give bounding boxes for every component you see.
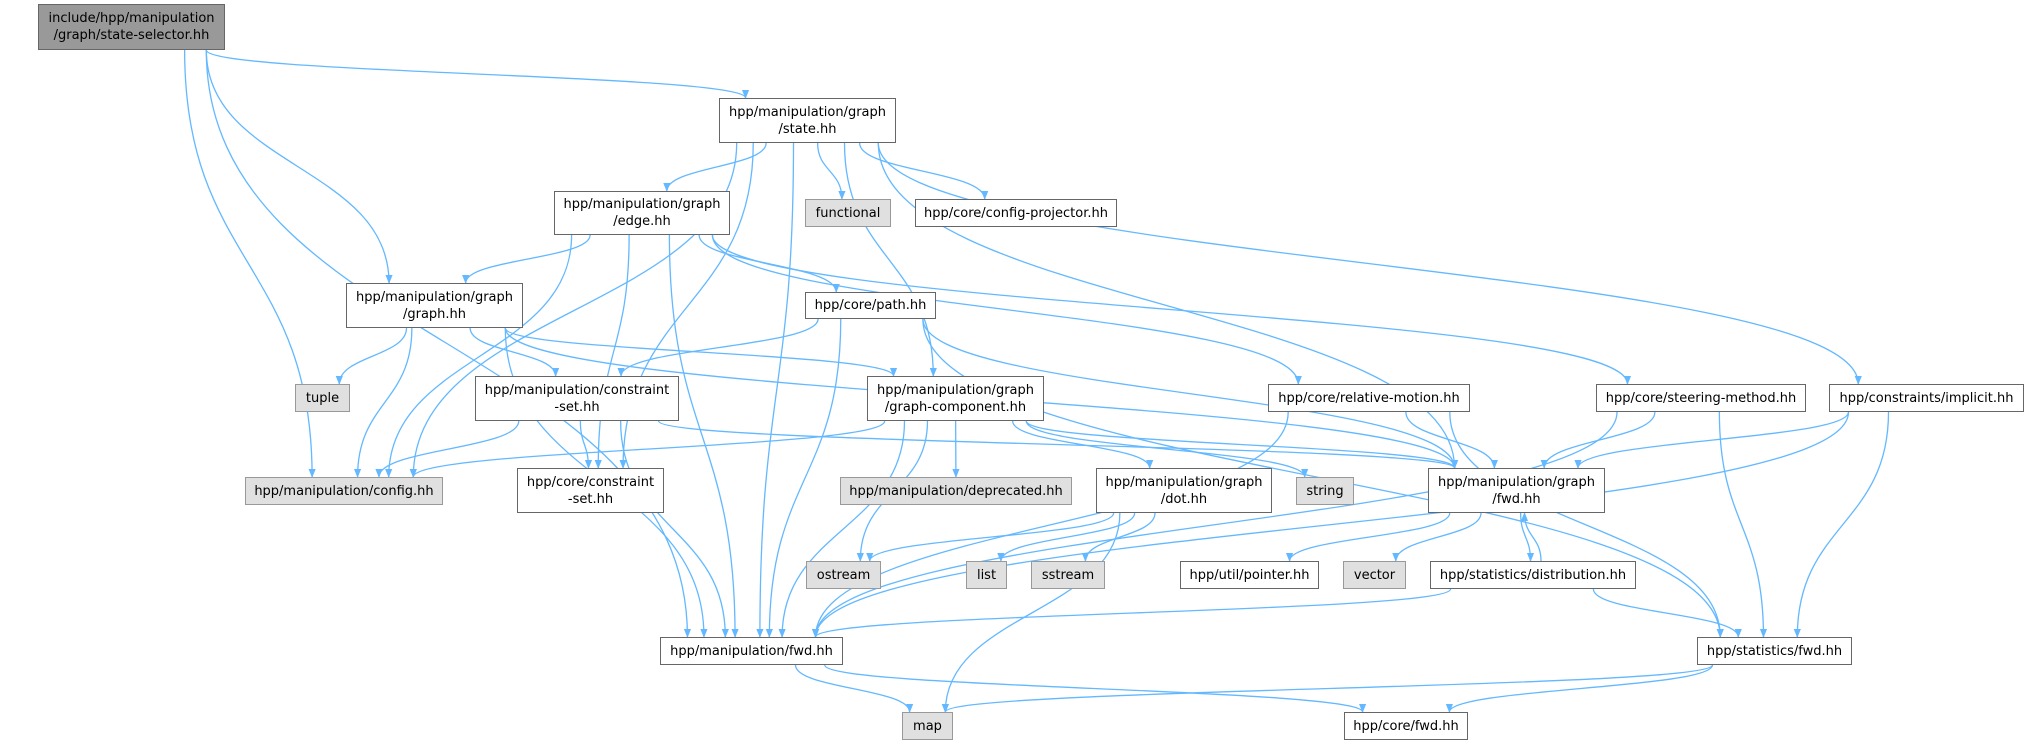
edge-graph-fwd-to-pointer [1286,512,1451,562]
edge-steering-method-to-statistics-fwd [1718,411,1768,638]
edge-constraint-set-to-core-constraint-set [579,420,593,469]
edge-edge-to-relative-motion [711,234,1302,385]
edge-dot-to-list [997,512,1136,562]
node-ostream[interactable]: ostream [806,561,881,589]
node-implicit[interactable]: hpp/constraints/implicit.hh [1829,384,2024,412]
node-map[interactable]: map [902,712,953,740]
edge-relative-motion-to-graph-fwd [1405,411,1498,469]
node-pointer[interactable]: hpp/util/pointer.hh [1180,561,1319,589]
edge-path-to-constraint-set [617,318,819,377]
edge-implicit-to-statistics-fwd [1793,411,1890,638]
edge-edge-to-graph [462,234,591,284]
edge-distribution-to-statistics-fwd [1592,588,1742,638]
edge-state-selector-to-state [205,49,749,99]
node-state-selector[interactable]: include/hpp/manipulation /graph/state-se… [38,4,225,50]
node-steering-method[interactable]: hpp/core/steering-method.hh [1596,384,1806,412]
edge-state-to-edge [663,142,767,192]
edge-statistics-fwd-to-core-fwd [1445,664,1714,713]
edge-manip-fwd-to-core-fwd [824,664,1367,713]
edge-implicit-to-manip-fwd [812,411,1850,638]
edge-dot-to-ostream [866,512,1115,562]
node-state[interactable]: hpp/manipulation/graph /state.hh [719,98,896,143]
node-core-constraint-set[interactable]: hpp/core/constraint -set.hh [517,468,664,513]
node-manip-fwd[interactable]: hpp/manipulation/fwd.hh [660,637,843,665]
edge-graph-to-tuple [335,327,408,385]
edge-edge-to-manip-fwd [668,234,739,638]
edge-dot-to-map [941,512,1121,713]
edge-state-to-manip-fwd [756,142,795,638]
edge-dot-to-sstream [1081,512,1156,562]
edge-path-to-graph-fwd [922,318,1459,469]
node-tuple[interactable]: tuple [295,384,350,412]
edge-distribution-to-graph-fwd [1520,512,1542,562]
edge-state-selector-to-manip-fwd [205,49,692,638]
edge-graph-to-config [353,327,413,478]
edge-path-to-manip-fwd [765,318,842,638]
edge-state-to-config-projector [858,142,989,200]
node-distribution[interactable]: hpp/statistics/distribution.hh [1430,561,1636,589]
node-path[interactable]: hpp/core/path.hh [805,292,936,319]
node-edge[interactable]: hpp/manipulation/graph /edge.hh [554,191,730,235]
edge-graph-fwd-to-vector [1392,512,1482,562]
node-graph[interactable]: hpp/manipulation/graph /graph.hh [346,283,523,328]
edge-edge-to-steering-method [711,234,1632,385]
node-sstream[interactable]: sstream [1031,561,1105,589]
node-constraint-set[interactable]: hpp/manipulation/constraint -set.hh [475,376,679,421]
edge-implicit-to-graph-fwd [1574,411,1850,469]
edge-graph-component-to-string [1025,420,1309,478]
edge-state-selector-to-config [183,49,316,478]
edge-graph-to-constraint-set [469,327,560,377]
edge-state-to-implicit [877,142,1862,385]
edge-steering-method-to-manip-fwd [812,411,1618,638]
node-core-fwd[interactable]: hpp/core/fwd.hh [1344,712,1468,740]
edge-relative-motion-to-statistics-fwd [1449,411,1724,638]
node-config-projector[interactable]: hpp/core/config-projector.hh [915,199,1117,227]
edge-steering-method-to-graph-fwd [1540,411,1656,469]
node-deprecated[interactable]: hpp/manipulation/deprecated.hh [840,477,1072,505]
node-dot[interactable]: hpp/manipulation/graph /dot.hh [1096,468,1272,513]
edge-state-selector-to-graph [205,49,393,284]
node-functional[interactable]: functional [805,199,891,227]
edge-state-to-functional [816,142,846,200]
node-vector[interactable]: vector [1343,561,1406,589]
edge-state-to-graph-component [843,142,937,377]
edge-graph-component-to-dot [1011,420,1154,469]
node-config[interactable]: hpp/manipulation/config.hh [245,477,443,505]
node-graph-component[interactable]: hpp/manipulation/graph /graph-component.… [867,376,1044,421]
edge-constraint-set-to-manip-fwd [619,420,729,638]
edge-statistics-fwd-to-map [942,664,1714,713]
node-graph-fwd[interactable]: hpp/manipulation/graph /fwd.hh [1428,468,1605,513]
edge-edge-to-config [385,234,573,478]
node-statistics-fwd[interactable]: hpp/statistics/fwd.hh [1697,637,1852,665]
edge-graph-component-to-config [409,420,886,478]
node-list[interactable]: list [966,561,1007,589]
edge-graph-component-to-manip-fwd [778,420,906,638]
edge-constraint-set-to-graph-fwd [657,420,1458,469]
edge-graph-component-to-graph-fwd [1025,420,1459,469]
node-string[interactable]: string [1296,477,1354,505]
edge-manip-fwd-to-map [794,664,914,713]
node-relative-motion[interactable]: hpp/core/relative-motion.hh [1268,384,1470,412]
edge-distribution-to-manip-fwd [812,588,1452,638]
edge-graph-to-graph-component [504,327,898,377]
edge-edge-to-core-constraint-set [594,234,630,469]
edge-relative-motion-to-manip-fwd [811,411,1289,638]
edge-constraint-set-to-config [375,420,520,478]
